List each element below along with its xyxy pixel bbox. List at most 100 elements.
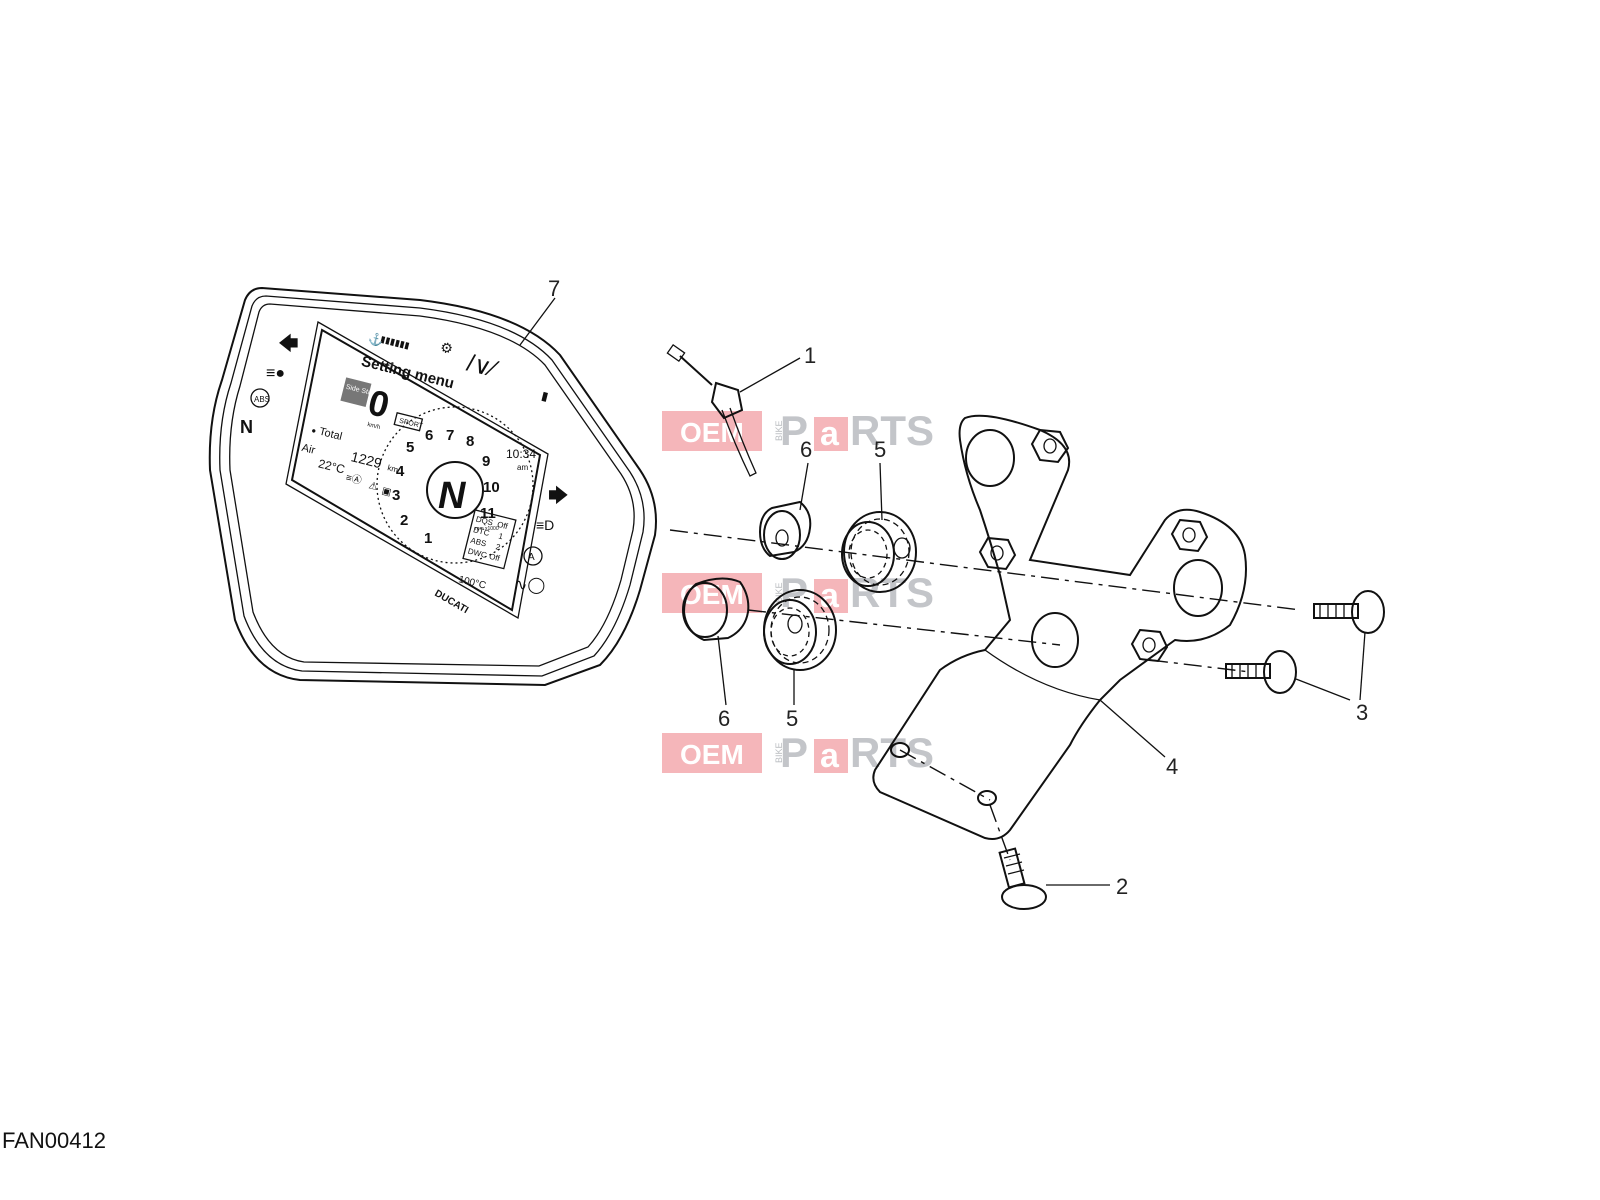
- callout-7: 7: [548, 276, 560, 301]
- instrument-panel: 🡄 ≡● ABS N 🡆 ≡D A ∿◯ ▮▮▮▮▮▮ ⚓ ⚙ /∨∕ ▮ Se…: [208, 286, 657, 687]
- cable-tie: [666, 343, 757, 477]
- watermark-1: OEM BIKE P a RTS: [662, 407, 934, 454]
- nut-3: [1170, 518, 1209, 553]
- engine-check-icon: ⚙: [439, 339, 455, 358]
- lamp-warning-icon: ≡Ⓐ: [345, 472, 363, 487]
- callout-1: 1: [804, 343, 816, 368]
- svg-text:ABS: ABS: [470, 536, 488, 549]
- svg-text:1: 1: [497, 531, 504, 541]
- nut-2: [978, 536, 1017, 571]
- svg-text:DTC: DTC: [472, 525, 490, 538]
- diagram-code: FAN00412: [2, 1128, 106, 1153]
- side-stand-badge: [340, 377, 372, 407]
- svg-text:A: A: [528, 552, 535, 563]
- svg-text:P: P: [780, 729, 808, 776]
- gear-indicator: N: [438, 475, 467, 517]
- odometer-unit: km: [387, 463, 400, 474]
- coolant-temp: 100°C: [457, 574, 487, 591]
- tach-number-5: 5: [406, 439, 414, 456]
- svg-text:BIKE: BIKE: [774, 582, 784, 603]
- grommet-upper: [758, 500, 812, 560]
- odometer-value: 1229: [349, 448, 383, 471]
- svg-text:BIKE: BIKE: [774, 742, 784, 763]
- odometer-icon: ●: [310, 426, 317, 436]
- air-temp-value: 22°C: [317, 456, 347, 476]
- bracket-hole-right: [1173, 559, 1223, 617]
- screw-lower: [1225, 650, 1297, 694]
- tach-number-6: 6: [425, 427, 433, 444]
- bracket-hole-small-right: [977, 790, 997, 806]
- svg-text:DQS: DQS: [475, 515, 494, 528]
- svg-text:2: 2: [495, 542, 502, 552]
- rpm-unit: rpm x1000: [475, 526, 499, 532]
- watermark-3: OEM BIKE P a RTS: [662, 729, 934, 776]
- oil-pressure-icon: ∿◯: [514, 577, 545, 594]
- callout-4: 4: [1166, 754, 1178, 779]
- svg-text:a: a: [820, 415, 840, 453]
- tach-number-7: 7: [446, 427, 454, 444]
- bracket-hole-center: [1031, 612, 1079, 668]
- support-bracket: [872, 414, 1247, 840]
- svg-text:RTS: RTS: [850, 407, 934, 454]
- settings-box: DQS Off DTC 1 ABS 2 DWC Off: [462, 509, 517, 570]
- air-temp-label: Air: [300, 442, 316, 457]
- turn-right-indicator-icon: 🡆: [548, 484, 569, 507]
- traction-warning-icon: A: [523, 546, 543, 566]
- svg-text:RTS: RTS: [850, 569, 934, 616]
- callout-6-upper: 6: [800, 437, 812, 462]
- neutral-indicator-icon: N: [240, 417, 253, 437]
- callout-3: 3: [1356, 700, 1368, 725]
- tach-number-9: 9: [482, 453, 490, 470]
- nut-1: [1030, 428, 1070, 464]
- tachometer: N rpm x1000 1 2 3 4 5 6 7 8 9 10 11: [376, 406, 534, 564]
- battery-icon: ▣: [380, 486, 392, 499]
- svg-text:OEM: OEM: [680, 739, 744, 770]
- watermark-2: OEM BIKE P a RTS: [662, 569, 934, 616]
- svg-text:OEM: OEM: [680, 417, 744, 448]
- nut-4: [1130, 628, 1169, 663]
- turn-left-indicator-icon: 🡄: [278, 332, 299, 355]
- svg-text:ABS: ABS: [254, 395, 270, 404]
- callout-5-lower: 5: [786, 706, 798, 731]
- svg-text:P: P: [780, 407, 808, 454]
- callout-2: 2: [1116, 874, 1128, 899]
- general-warning-icon: ⚠: [367, 480, 378, 493]
- screw-upper: [1313, 590, 1385, 634]
- tach-number-4: 4: [396, 463, 405, 480]
- rubber-damper-lower: [763, 589, 837, 671]
- ducati-logo-icon: /∨∕: [464, 350, 502, 384]
- grommet-lower: [682, 577, 750, 642]
- fuel-pump-icon: ⚓: [367, 331, 385, 348]
- high-beam-icon: ≡●: [266, 365, 285, 382]
- display-screen: [290, 328, 542, 612]
- abs-warning-icon: ABS: [250, 388, 270, 408]
- screw-bottom: [998, 847, 1047, 910]
- svg-text:DWC: DWC: [467, 547, 488, 560]
- assembly-axes: [669, 529, 1301, 861]
- bracket-hole-top: [965, 429, 1015, 487]
- svg-text:a: a: [820, 737, 840, 775]
- callout-5-upper: 5: [874, 437, 886, 462]
- bracket-hole-small-left: [890, 742, 910, 758]
- tach-number-3: 3: [392, 487, 400, 504]
- fuel-reserve-icon: ▮: [540, 388, 550, 403]
- svg-text:BIKE: BIKE: [774, 420, 784, 441]
- callout-6-lower: 6: [718, 706, 730, 731]
- speed-unit: km/h: [367, 422, 381, 431]
- tach-number-10: 10: [483, 479, 500, 496]
- odometer-label: Total: [318, 426, 343, 443]
- svg-text:Off: Off: [488, 552, 501, 563]
- svg-text:a: a: [820, 577, 840, 615]
- tach-number-1: 1: [424, 530, 432, 547]
- low-beam-icon: ≡D: [536, 517, 554, 533]
- brand-logo: DUCATI: [433, 588, 471, 616]
- svg-text:Off: Off: [496, 520, 509, 531]
- svg-text:P: P: [780, 569, 808, 616]
- tach-number-2: 2: [400, 512, 408, 529]
- tach-number-8: 8: [466, 433, 474, 450]
- callout-leaders: [519, 297, 1366, 886]
- clock-time: 10:34: [506, 447, 536, 461]
- riding-mode-badge: [393, 411, 424, 432]
- clock-ampm: am: [517, 463, 528, 472]
